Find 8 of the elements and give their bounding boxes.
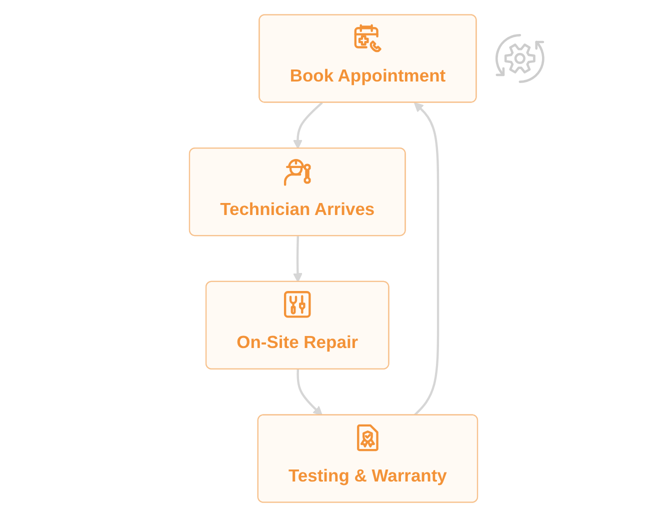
arrow xyxy=(292,236,303,282)
arrow xyxy=(296,369,323,416)
arrow xyxy=(414,102,440,416)
step-label: Book Appointment xyxy=(290,66,446,88)
step-label: Testing & Warranty xyxy=(288,466,447,488)
step-label: Technician Arrives xyxy=(220,200,375,222)
arrow xyxy=(292,102,323,150)
step-label: On-Site Repair xyxy=(236,332,358,354)
